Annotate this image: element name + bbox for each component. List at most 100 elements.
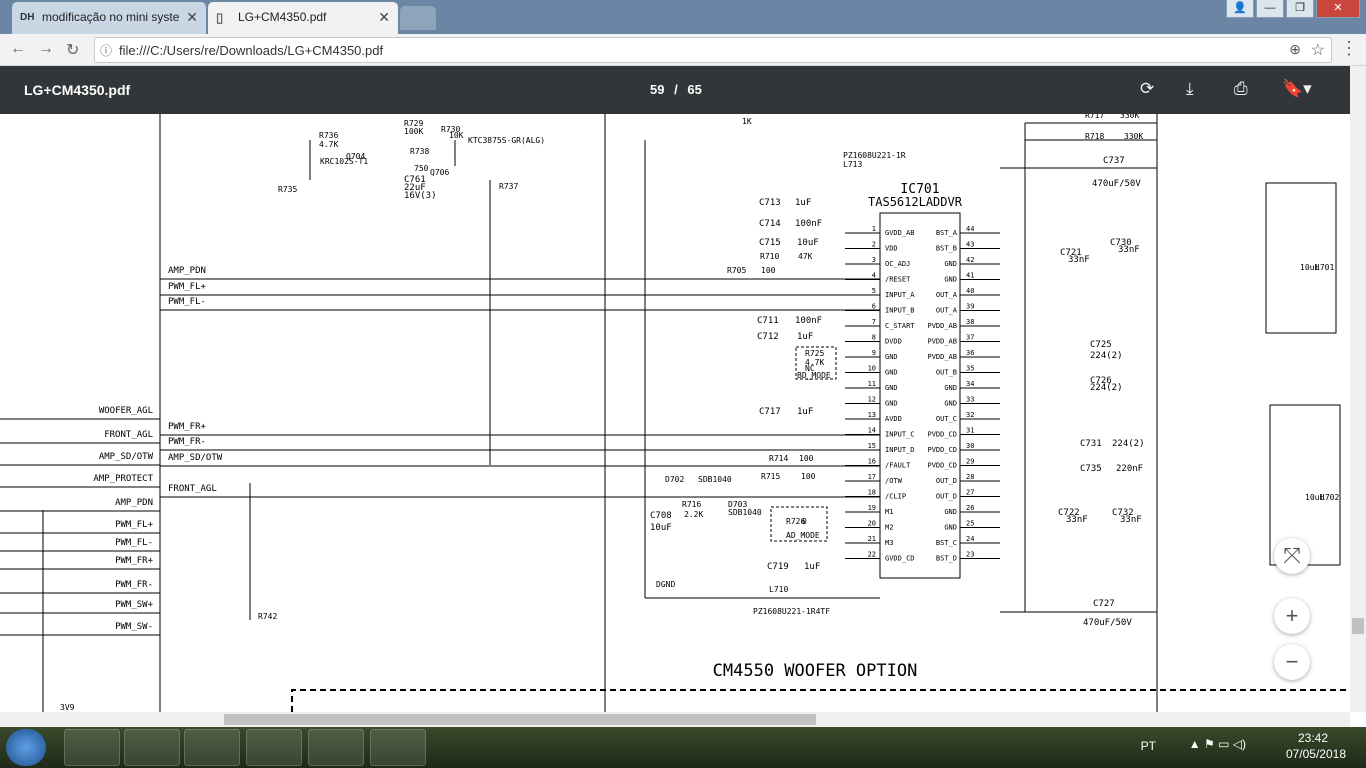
close-tab-icon[interactable]: ✕	[378, 9, 390, 25]
bookmark-icon[interactable]: 🔖▾	[1282, 79, 1312, 98]
net-label: PWM_FR-	[115, 580, 153, 590]
component-label: KTC3875S-GR(ALG)	[468, 136, 545, 145]
close-button[interactable]: ✕	[1316, 0, 1360, 18]
resistor-label: R706	[740, 114, 759, 116]
fit-page-button[interactable]: ⤧	[1274, 538, 1310, 574]
zoom-out-button[interactable]: −	[1274, 644, 1310, 680]
url-text: file:///C:/Users/re/Downloads/LG+CM4350.…	[119, 43, 384, 58]
pin-number: 29	[966, 458, 974, 466]
ic-pin-label: M2	[885, 524, 893, 532]
capacitor-label: 220nF	[1116, 464, 1143, 474]
resistor-label: R742	[258, 612, 277, 621]
new-tab-button[interactable]	[400, 6, 436, 30]
user-icon[interactable]: 👤	[1226, 0, 1254, 18]
pin-number: 8	[872, 334, 876, 342]
address-bar[interactable]: ⓘ file:///C:/Users/re/Downloads/LG+CM435…	[94, 37, 1332, 63]
chrome-icon[interactable]	[246, 729, 302, 766]
ic-pin-label: INPUT_D	[885, 446, 915, 454]
resistor-label: NC	[805, 364, 815, 373]
scroll-thumb[interactable]	[1352, 618, 1364, 634]
ic-pin-label: OUT_D	[936, 477, 957, 485]
reload-icon[interactable]: ↻	[66, 42, 80, 59]
document-icon: ▯	[216, 10, 224, 25]
ic-pin-label: PVDD_CD	[927, 462, 957, 470]
taskbar: PT ▲ ⚑ ▭ ◁) 23:42 07/05/2018	[0, 727, 1366, 768]
resistor-label: 10K	[449, 131, 464, 140]
pin-number: 26	[966, 504, 974, 512]
clock-date[interactable]: 07/05/2018	[1285, 747, 1346, 761]
utorrent-icon[interactable]	[308, 729, 364, 766]
start-button[interactable]	[6, 729, 46, 766]
total-pages: 65	[687, 82, 702, 97]
capacitor-label: C719	[767, 562, 789, 572]
close-tab-icon[interactable]: ✕	[186, 9, 198, 25]
tab-forum[interactable]: DH modificação no mini syste ✕	[12, 2, 206, 34]
capacitor-label: C761	[404, 175, 426, 185]
pin-number: 35	[966, 365, 974, 373]
capacitor-label: C717	[759, 407, 781, 417]
resistor-label: 330K	[1124, 132, 1143, 141]
ic-pin-label: OUT_B	[936, 369, 957, 377]
menu-icon[interactable]: ⋮	[1340, 38, 1358, 58]
forward-arrow-icon[interactable]: →	[38, 40, 54, 57]
pin-number: 40	[966, 287, 974, 295]
zoom-in-button[interactable]: +	[1274, 598, 1310, 634]
scroll-thumb[interactable]	[224, 714, 816, 725]
resistor-label: 100	[801, 472, 816, 481]
ie-icon[interactable]	[64, 729, 120, 766]
capacitor-label: C725	[1090, 340, 1112, 350]
resistor-label: 47K	[798, 252, 813, 261]
pin-number: 37	[966, 334, 974, 342]
restore-button[interactable]: ❐	[1286, 0, 1314, 18]
ic-pin-label: OUT_D	[936, 493, 957, 501]
component-label: PZ1608U221-1R	[843, 151, 906, 160]
net-label: PWM_FR+	[168, 422, 207, 432]
net-label: AMP_SD/OTW	[168, 453, 223, 463]
ic-pin-label: INPUT_B	[885, 307, 915, 315]
photo-viewer-icon[interactable]	[370, 729, 426, 766]
tab-pdf[interactable]: ▯ LG+CM4350.pdf ✕	[208, 2, 398, 34]
clock-time[interactable]: 23:42	[1297, 731, 1328, 745]
net-label: AMP_PDN	[115, 498, 153, 508]
pin-number: 17	[868, 473, 876, 481]
rotate-icon[interactable]: ⟳	[1140, 79, 1155, 98]
resistor-label: R725	[805, 349, 824, 358]
bookmark-star-icon[interactable]: ☆	[1310, 42, 1325, 59]
minimize-button[interactable]: —	[1256, 0, 1284, 18]
net-label: PWM_SW+	[115, 600, 154, 610]
capacitor-label: 33nF	[1068, 255, 1090, 265]
language-indicator[interactable]: PT	[1140, 739, 1156, 753]
capacitor-label: C712	[757, 332, 779, 342]
capacitor-label: 224(2)	[1112, 439, 1145, 449]
resistor-label: R737	[499, 182, 518, 191]
download-icon[interactable]: ⤓	[1186, 79, 1194, 98]
pin-number: 31	[966, 427, 974, 435]
component-label: D702	[665, 475, 684, 484]
ic-pin-label: /FAULT	[885, 462, 911, 470]
print-icon[interactable]: ⎙	[1234, 79, 1248, 98]
folder-icon[interactable]	[124, 729, 180, 766]
pin-number: 13	[868, 411, 876, 419]
resistor-label: R738	[410, 147, 429, 156]
capacitor-label: C735	[1080, 464, 1102, 474]
back-arrow-icon[interactable]: ←	[10, 40, 26, 57]
component-label: L713	[843, 160, 862, 169]
pin-number: 11	[868, 380, 876, 388]
ic-pin-label: OUT_A	[936, 291, 958, 299]
info-icon[interactable]: ⓘ	[100, 44, 113, 58]
media-player-icon[interactable]	[184, 729, 240, 766]
net-label: PWM_FR+	[115, 556, 154, 566]
component-label: D703	[728, 500, 747, 509]
pin-number: 3	[872, 256, 876, 264]
capacitor-label: C722	[1058, 508, 1080, 518]
vertical-scrollbar[interactable]	[1350, 66, 1366, 712]
ic-pin-label: INPUT_A	[885, 291, 915, 299]
resistor-label: 750	[414, 164, 429, 173]
capacitor-label: 33nF	[1066, 515, 1088, 525]
zoom-icon[interactable]: ⊕	[1289, 41, 1301, 57]
tray-icons[interactable]: ▲ ⚑ ▭ ◁)	[1188, 737, 1246, 751]
capacitor-label: 1uF	[797, 407, 813, 417]
horizontal-scrollbar[interactable]	[0, 712, 1350, 727]
current-page[interactable]: 59	[650, 82, 665, 97]
